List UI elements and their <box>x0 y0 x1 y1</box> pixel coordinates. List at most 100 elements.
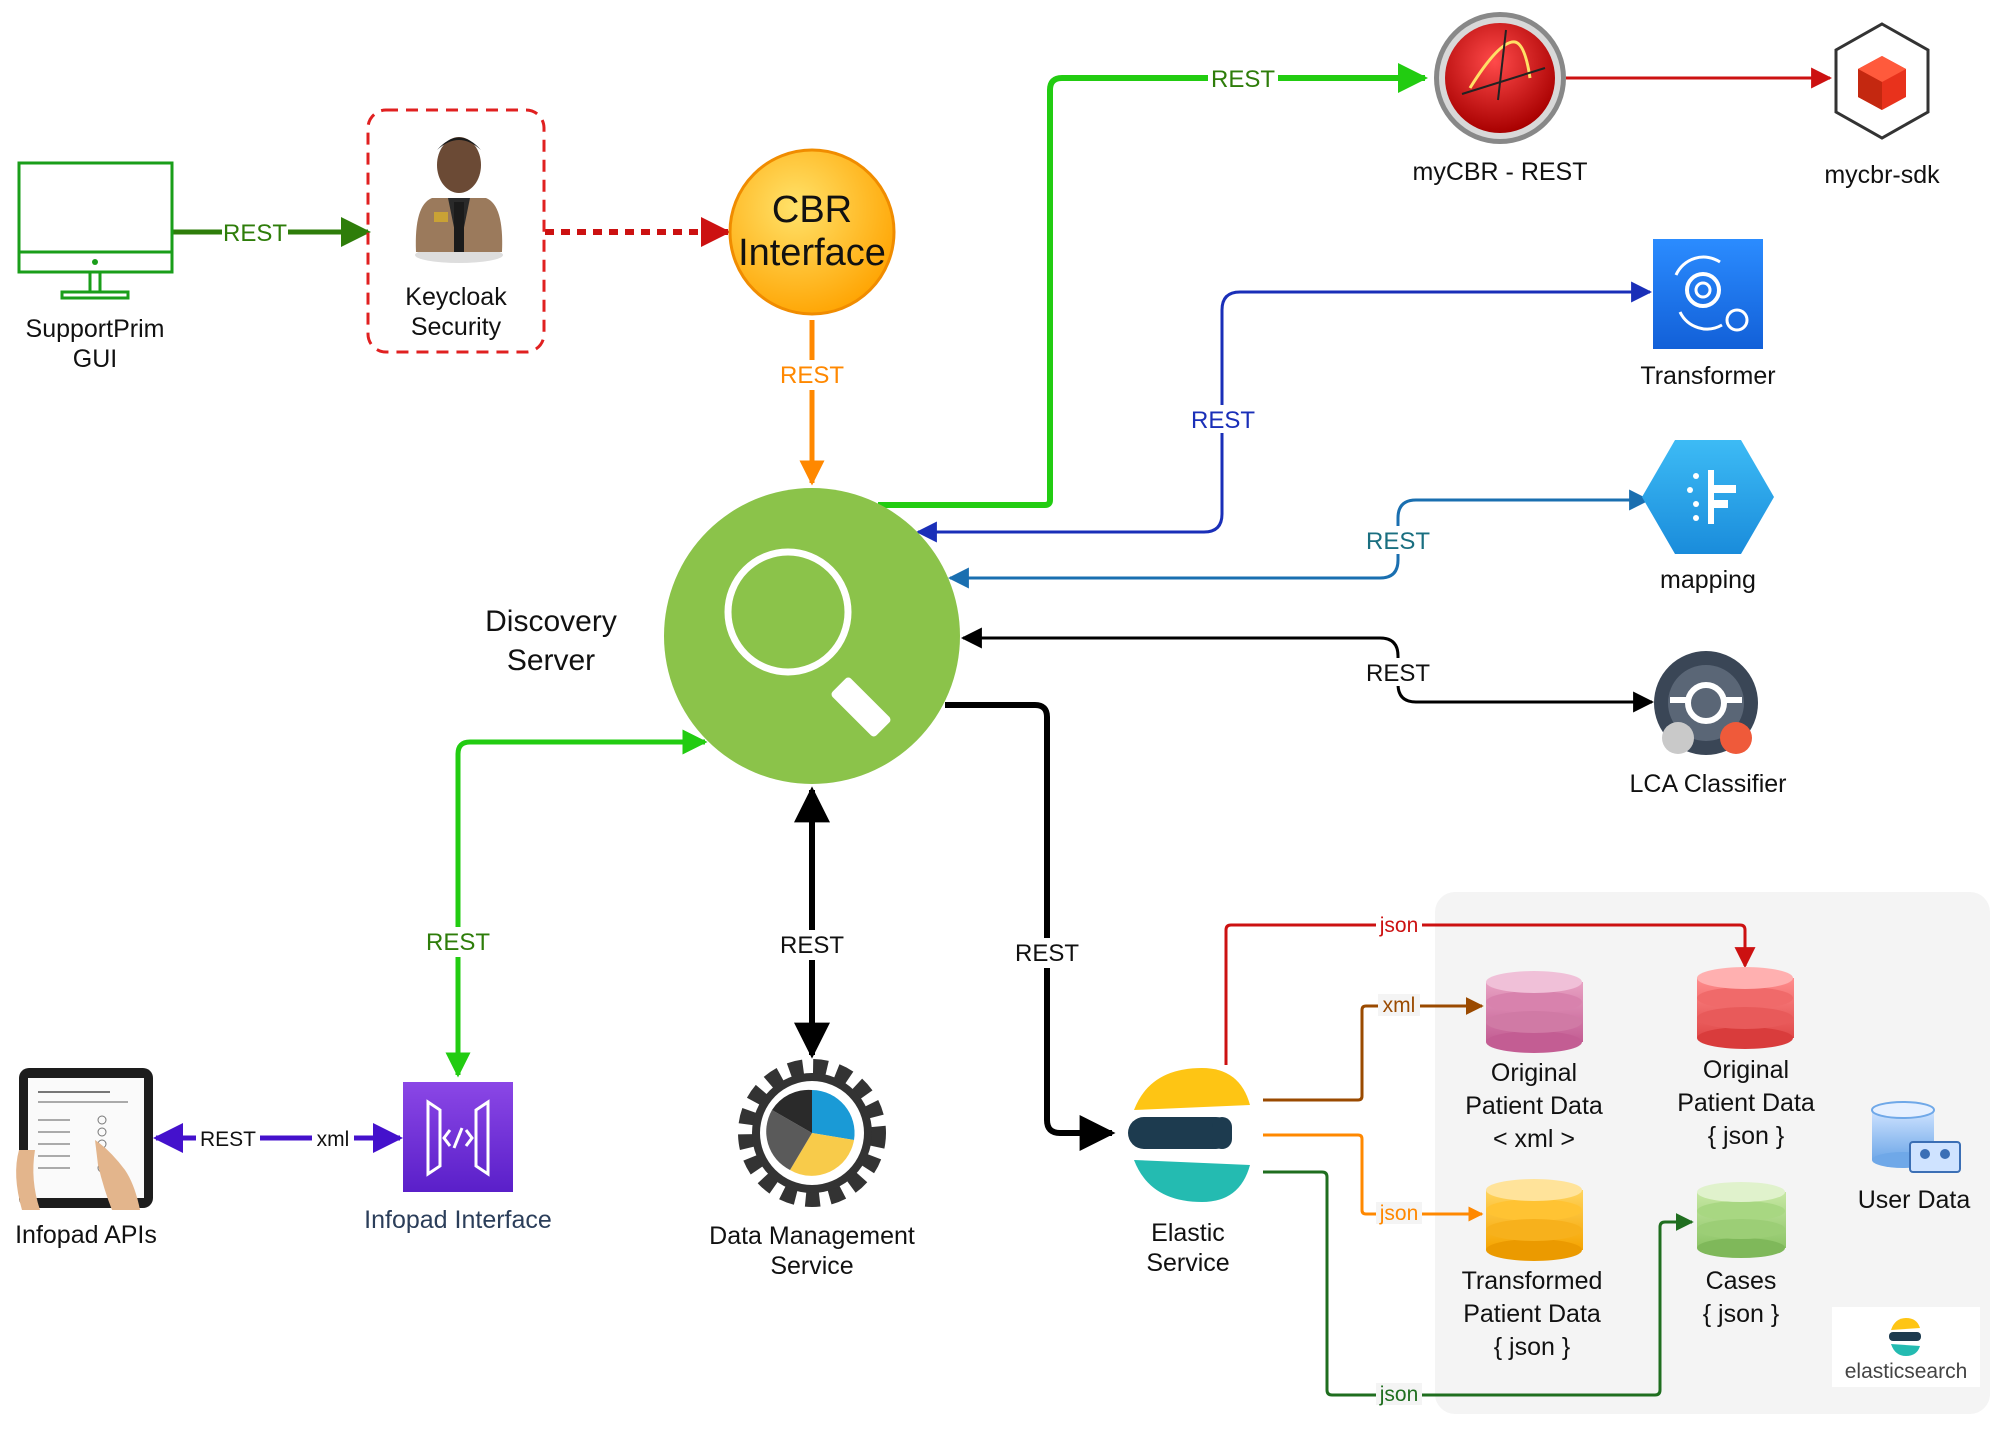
cbr-label-2: Interface <box>738 232 886 274</box>
edge-transformer-discovery: REST <box>915 281 1653 543</box>
infopad-apis-label: Infopad APIs <box>15 1221 157 1249</box>
user-data-node[interactable]: User Data <box>1858 1101 1971 1214</box>
mapping-hexagon-icon <box>1642 440 1774 554</box>
orig-xml-label-1: Original <box>1491 1059 1577 1087</box>
edge-label: REST <box>1211 66 1275 93</box>
db-transformed[interactable]: Transformed Patient Data { json } <box>1462 1179 1603 1361</box>
user-data-label: User Data <box>1858 1186 1971 1214</box>
db-original-xml[interactable]: Original Patient Data < xml > <box>1465 971 1603 1153</box>
edge-label: REST <box>780 932 844 959</box>
database-icon <box>1486 1179 1583 1261</box>
transformed-label-2: Patient Data <box>1463 1300 1601 1328</box>
edge-label: REST <box>223 220 287 247</box>
api-gateway-icon <box>403 1082 513 1192</box>
orig-xml-label-3: < xml > <box>1493 1125 1575 1153</box>
edge-datamgmt-discovery: REST <box>776 786 848 1059</box>
edge-label: json <box>1379 914 1419 937</box>
discovery-server-node[interactable]: Discovery Server <box>485 488 960 784</box>
mapping-node[interactable]: mapping <box>1642 440 1774 594</box>
transformer-label: Transformer <box>1640 362 1775 390</box>
edge-label: REST <box>780 362 844 389</box>
infopad-apis-node[interactable]: Infopad APIs <box>15 1068 157 1249</box>
mapping-label: mapping <box>1660 566 1756 594</box>
transformed-label-1: Transformed <box>1462 1267 1603 1295</box>
edge-elastic-orig-json: json <box>1224 914 1756 1065</box>
orig-json-label-2: Patient Data <box>1677 1089 1815 1117</box>
edge-cbr-discovery: REST <box>776 320 848 486</box>
magnifier-icon <box>724 548 891 737</box>
elasticsearch-logo: elasticsearch <box>1832 1307 1980 1387</box>
lca-classifier-node[interactable]: LCA Classifier <box>1630 651 1787 798</box>
transformer-node[interactable]: Transformer <box>1640 239 1776 390</box>
edge-gui-keycloak: REST <box>172 217 371 247</box>
lca-label: LCA Classifier <box>1630 770 1787 798</box>
cbr-interface-node[interactable]: CBR Interface <box>728 148 896 316</box>
database-icon <box>1486 971 1583 1053</box>
tablet-icon <box>16 1068 153 1210</box>
mycbr-gauge-icon <box>1434 12 1566 144</box>
edge-mapping-discovery: REST <box>947 489 1651 589</box>
edge-discovery-mycbr: REST <box>878 63 1428 508</box>
support-gui-label-2: GUI <box>73 345 117 373</box>
infopad-interface-label: Infopad Interface <box>364 1206 552 1234</box>
elasticsearch-icon <box>1889 1318 1921 1356</box>
edge-label: xml <box>1383 994 1416 1017</box>
edge-elastic-cases: json <box>1263 1170 1694 1406</box>
cases-label-1: Cases <box>1706 1267 1777 1295</box>
edge-label: xml <box>317 1128 350 1151</box>
elastic-logo-icon <box>1128 1068 1250 1202</box>
edge-label: json <box>1379 1202 1419 1225</box>
orig-xml-label-2: Patient Data <box>1465 1092 1603 1120</box>
db-cases[interactable]: Cases { json } <box>1697 1182 1786 1328</box>
edge-label: REST <box>1015 940 1079 967</box>
discovery-label-1: Discovery <box>485 605 617 638</box>
keycloak-node[interactable]: Keycloak Security <box>366 108 546 354</box>
edge-infopad-discovery: REST <box>422 729 708 1078</box>
data-mgmt-label-2: Service <box>770 1252 853 1280</box>
cases-label-2: { json } <box>1703 1300 1779 1328</box>
discovery-label-2: Server <box>507 644 595 677</box>
transformer-gear-icon <box>1653 239 1763 349</box>
user-database-icon <box>1871 1101 1961 1173</box>
edge-label: REST <box>1366 528 1430 555</box>
edge-elastic-transformed: json <box>1263 1133 1484 1225</box>
support-gui-node[interactable]: SupportPrim GUI <box>17 161 174 373</box>
elastic-service-node[interactable]: Elastic Service <box>1128 1068 1250 1277</box>
keycloak-label-2: Security <box>411 313 502 341</box>
edge-lca-discovery: REST <box>960 627 1655 713</box>
cube-icon <box>1834 22 1930 140</box>
transformed-label-3: { json } <box>1494 1333 1570 1361</box>
cbr-label-1: CBR <box>772 189 852 231</box>
edge-label: REST <box>426 929 490 956</box>
keycloak-label-1: Keycloak <box>405 283 507 311</box>
orig-json-label-3: { json } <box>1708 1122 1784 1150</box>
mycbr-sdk-node[interactable]: mycbr-sdk <box>1824 22 1940 189</box>
edge-label: REST <box>1191 407 1255 434</box>
database-icon <box>1697 1182 1786 1258</box>
elastic-label-2: Service <box>1146 1249 1229 1277</box>
support-gui-label-1: SupportPrim <box>26 315 165 343</box>
mycbr-sdk-label: mycbr-sdk <box>1824 161 1940 189</box>
mycbr-rest-node[interactable]: myCBR - REST <box>1413 12 1588 186</box>
edge-label: json <box>1379 1383 1419 1406</box>
data-management-node[interactable]: Data Management Service <box>709 1059 915 1280</box>
edge-discovery-elastic: REST <box>945 702 1116 1151</box>
mycbr-rest-label: myCBR - REST <box>1413 158 1588 186</box>
orig-json-label-1: Original <box>1703 1056 1789 1084</box>
elasticsearch-label: elasticsearch <box>1845 1360 1968 1383</box>
elastic-label-1: Elastic <box>1151 1219 1225 1247</box>
security-guard-icon <box>415 137 503 263</box>
lca-gear-icon <box>1654 651 1758 755</box>
infopad-interface-node[interactable]: Infopad Interface <box>364 1082 552 1234</box>
edge-infopad-apis: REST xml <box>153 1123 403 1153</box>
gear-pie-icon <box>738 1059 886 1207</box>
keycloak-boundary <box>366 108 546 354</box>
edge-label: REST <box>1366 660 1430 687</box>
monitor-icon <box>17 161 174 300</box>
edge-label: REST <box>200 1128 256 1151</box>
database-icon <box>1697 967 1794 1049</box>
edge-elastic-orig-xml: xml <box>1263 994 1484 1102</box>
data-mgmt-label-1: Data Management <box>709 1222 915 1250</box>
db-original-json[interactable]: Original Patient Data { json } <box>1677 967 1815 1150</box>
